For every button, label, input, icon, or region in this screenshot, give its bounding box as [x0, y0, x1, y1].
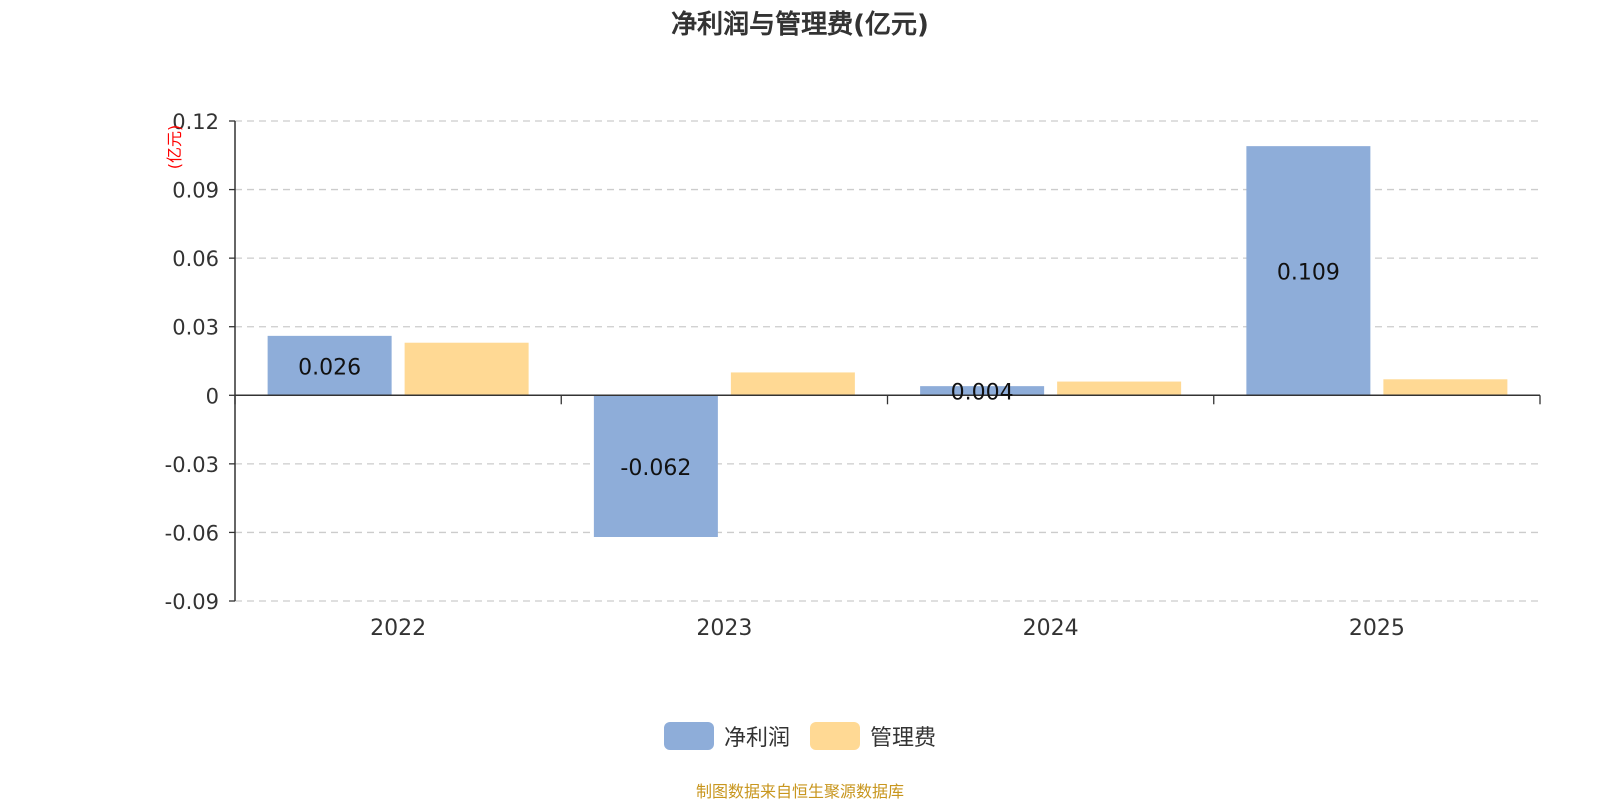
y-tick-label: -0.03	[165, 453, 219, 477]
x-tick-label: 2023	[696, 616, 752, 641]
y-tick-label: -0.06	[165, 521, 219, 545]
bar-net-profit	[593, 395, 718, 537]
bar-net-profit	[1246, 146, 1371, 396]
y-tick-label: 0.12	[172, 110, 219, 134]
x-tick-label: 2025	[1349, 616, 1405, 641]
legend-swatch-net-profit	[663, 722, 714, 750]
y-tick-label: 0	[206, 384, 219, 408]
y-tick-label: 0.03	[172, 316, 219, 340]
legend-item-net-profit[interactable]: 净利润	[663, 720, 790, 752]
bar-admin-expense	[404, 342, 529, 396]
bar-net-profit	[267, 335, 392, 396]
axes: 0.12 0.09 0.06 0.03 0 -0.03 -0.06 -0.09 (亿元) 2022…	[165, 110, 1541, 641]
legend: 净利润 管理费	[0, 720, 1600, 752]
y-tick-label: 0.06	[172, 247, 219, 271]
y-axis-label: (亿元)	[165, 125, 184, 170]
bar-admin-expense	[730, 372, 855, 396]
bar-admin-expense	[1057, 381, 1182, 396]
legend-label-admin-expense: 管理费	[870, 726, 937, 751]
data-label: 0.004	[951, 381, 1014, 406]
data-label: -0.062	[620, 456, 691, 481]
data-label: 0.109	[1277, 261, 1340, 286]
y-tick-label: -0.09	[165, 590, 219, 614]
chart-title: 净利润与管理费(亿元)	[671, 10, 929, 40]
x-tick-label: 2022	[370, 616, 426, 641]
bar-net-profit	[920, 386, 1045, 396]
bar-admin-expense	[1383, 379, 1508, 396]
y-tick-label: 0.09	[172, 179, 219, 203]
grid-lines	[235, 120, 1540, 602]
bars	[267, 146, 1508, 537]
source-note: 制图数据来自恒生聚源数据库	[695, 782, 904, 801]
x-tick-label: 2024	[1023, 616, 1079, 641]
data-label: 0.026	[298, 356, 361, 381]
legend-swatch-admin-expense	[810, 722, 860, 750]
legend-item-admin-expense[interactable]: 管理费	[810, 720, 936, 752]
data-labels: 0.026 -0.062 0.004 0.109	[298, 261, 1340, 481]
legend-label-net-profit: 净利润	[723, 726, 790, 751]
